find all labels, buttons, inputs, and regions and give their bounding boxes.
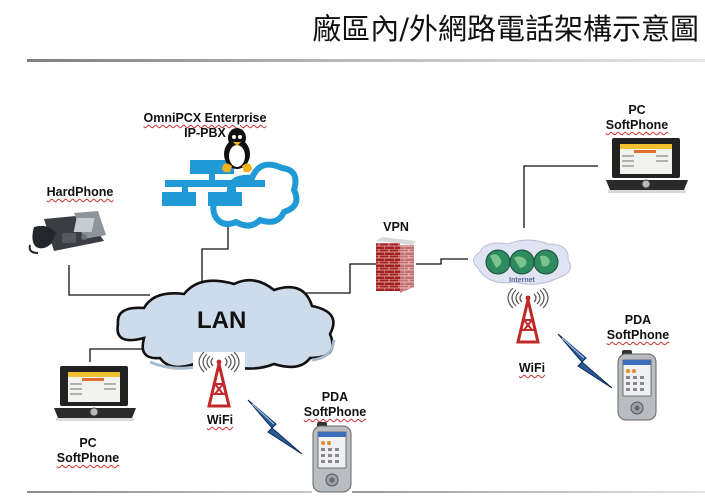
wifi-tower-icon [507, 288, 549, 344]
globe-icon [485, 249, 511, 275]
vpn-label: VPN [383, 220, 409, 234]
top-divider [27, 59, 705, 62]
pbx-label-line1: OmniPCX Enterprise [143, 111, 267, 125]
pbx-label-line2: IP-PBX [184, 126, 226, 140]
link-hardphone-lan [68, 265, 150, 296]
diagram-title: 廠區內/外網路電話架構示意圖 [312, 12, 699, 46]
wifi-internet-label: WiFi [518, 361, 546, 375]
globe-icon [509, 249, 535, 275]
linux-penguin-icon [222, 128, 252, 173]
network-server-icon[interactable] [160, 128, 300, 230]
globe-icon [533, 249, 559, 275]
link-internet-pc [523, 165, 598, 228]
internet-globes-cloud-icon[interactable]: Internet [468, 238, 574, 288]
link-vpn-internet [416, 258, 468, 265]
wireless-signal-bolt-icon [557, 333, 613, 389]
wifi-tower-icon [193, 352, 245, 408]
wifi-lan-label: WiFi [206, 413, 234, 427]
desk-phone-icon[interactable] [26, 207, 110, 255]
pda-softphone-bottom-label: PDA SoftPhone [303, 390, 367, 419]
pda-softphone-right-label: PDA SoftPhone [606, 313, 670, 342]
laptop-icon[interactable] [604, 136, 690, 194]
firewall-brick-icon[interactable] [374, 237, 418, 297]
wireless-signal-bolt-icon [247, 399, 303, 455]
pc-softphone-bottom-label: PC SoftPhone [56, 436, 120, 465]
bottom-divider-left [27, 491, 312, 493]
pda-icon[interactable] [311, 422, 353, 494]
pc-softphone-top-label: PC SoftPhone [605, 103, 669, 132]
link-lan-vpn [300, 263, 376, 294]
laptop-icon[interactable] [52, 364, 138, 422]
link-pbx-lan [201, 227, 229, 290]
pda-icon[interactable] [616, 350, 658, 422]
hardphone-label: HardPhone [46, 185, 114, 199]
lan-label: LAN [197, 307, 247, 334]
link-pc-lan [89, 348, 150, 362]
pbx-label: OmniPCX Enterprise IP-PBX [130, 111, 280, 141]
internet-label: Internet [509, 277, 535, 284]
bottom-divider-right [352, 491, 705, 493]
